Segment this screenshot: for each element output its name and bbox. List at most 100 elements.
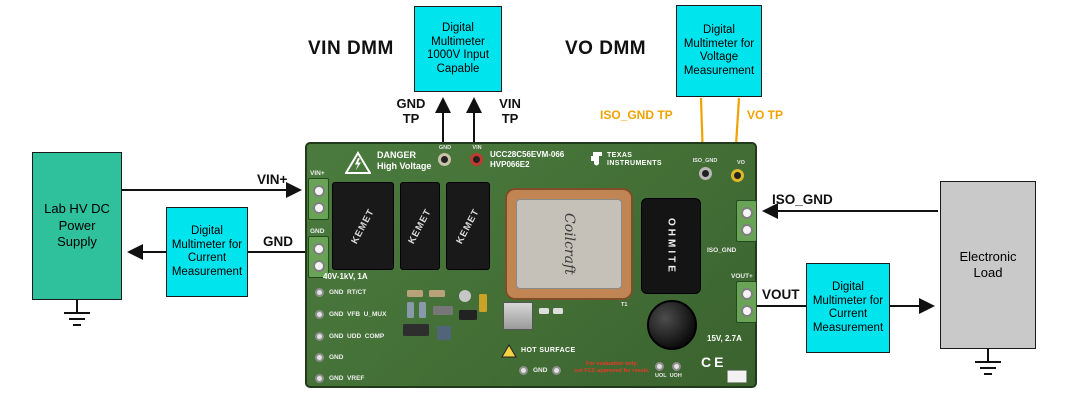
smd-component xyxy=(407,290,423,297)
ground-symbol-load xyxy=(975,349,1001,375)
output-rating-silk: 15V, 2.7A xyxy=(707,334,742,343)
test-point-row: GND xyxy=(315,353,343,362)
vin-dmm-heading: VIN DMM xyxy=(308,38,394,59)
output-resistor: OHMITE xyxy=(641,198,701,294)
transformer: Coilcraft xyxy=(505,188,633,300)
terminal-hole xyxy=(312,184,325,197)
terminal-hole xyxy=(740,287,753,300)
test-point xyxy=(315,332,324,341)
term-iso-gnd-silk: ISO_GND xyxy=(707,247,737,254)
vo-test-point xyxy=(731,169,744,182)
tp-gnd-silk: GND xyxy=(438,145,452,151)
terminal-hole xyxy=(740,223,753,236)
dmm-1000v-label: Digital Multimeter 1000V Input Capable xyxy=(426,22,490,75)
test-point-row: GND UDD COMP xyxy=(315,332,384,341)
term-gnd-silk: GND xyxy=(310,228,325,235)
dmm-1000v-block: Digital Multimeter 1000V Input Capable xyxy=(414,6,502,92)
kemet-brand: KEMET xyxy=(454,206,482,246)
evm-board: DANGER High Voltage GND VIN UCC28C56EVM-… xyxy=(305,142,757,388)
gnd-tp-label: GND TP xyxy=(396,96,426,126)
electronic-load-block: Electronic Load xyxy=(940,181,1036,349)
coilcraft-brand: Coilcraft xyxy=(561,213,577,275)
terminal-hole xyxy=(740,304,753,317)
test-point-row: GND VREF xyxy=(315,374,364,383)
dmm-voltage-label: Digital Multimeter for Voltage Measureme… xyxy=(683,24,755,77)
smd-component xyxy=(553,308,563,314)
gnd-test-point xyxy=(438,153,451,166)
vin-tp-label: VIN TP xyxy=(499,96,521,126)
smd-ic xyxy=(403,324,429,336)
test-point xyxy=(552,366,562,375)
smd-component xyxy=(407,302,414,318)
ti-logo: TEXAS INSTRUMENTS xyxy=(591,152,662,168)
ti-logo-icon xyxy=(591,152,602,166)
term-vin-silk: VIN+ xyxy=(310,170,325,177)
board-title-line1: UCC28C56EVM-066 xyxy=(490,150,565,159)
eval-line2: not FCC approved for resale. xyxy=(574,367,650,374)
dmm-current-left-label: Digital Multimeter for Current Measureme… xyxy=(171,225,243,278)
kemet-brand: KEMET xyxy=(349,206,377,246)
test-point-labels: GND UDD COMP xyxy=(329,333,385,340)
test-point xyxy=(655,362,665,371)
smd-component xyxy=(433,306,453,315)
terminal-hole xyxy=(312,259,325,272)
terminal-hole xyxy=(740,206,753,219)
wire-vin-label: VIN+ xyxy=(257,172,288,187)
board-title: UCC28C56EVM-066 HVP066E2 xyxy=(490,150,564,170)
term-vout-silk: VOUT+ xyxy=(731,273,753,280)
smd-component xyxy=(419,302,426,318)
vout-terminal-block xyxy=(736,281,757,323)
test-point xyxy=(519,366,528,375)
eval-line1: For evaluation only: xyxy=(585,361,639,367)
wire-gnd-label: GND xyxy=(263,234,293,249)
input-rating-silk: 40V-1kV, 1A xyxy=(323,272,368,281)
test-point-row: GND xyxy=(519,366,562,375)
ti-brand-line1: TEXAS xyxy=(607,152,633,159)
test-point xyxy=(315,310,324,319)
test-point-labels: GND VREF xyxy=(329,375,365,382)
hot-surface-warning: HOT SURFACE xyxy=(501,344,576,358)
test-point-labels: GND VFB U_MUX xyxy=(329,311,387,318)
gnd-terminal-block xyxy=(308,236,329,278)
iso-gnd-terminal-block xyxy=(736,200,757,242)
danger-silk: DANGER High Voltage xyxy=(377,150,431,172)
smd-component xyxy=(459,310,477,320)
tp-vin-silk: VIN xyxy=(472,145,482,151)
tp-iso-gnd-silk: ISO_GND xyxy=(692,158,718,164)
dmm-current-right-block: Digital Multimeter for Current Measureme… xyxy=(806,263,890,353)
iso-gnd-test-point xyxy=(699,167,712,180)
iso-gnd-tp-label: ISO_GND TP xyxy=(600,108,673,122)
input-capacitor: KEMET xyxy=(400,182,440,270)
board-title-line2: HVP066E2 xyxy=(490,160,530,169)
tp-vo-silk: VO xyxy=(737,160,745,166)
transformer-ref-silk: T1 xyxy=(621,302,628,308)
ti-logo-text: TEXAS INSTRUMENTS xyxy=(607,152,662,168)
test-point xyxy=(315,374,324,383)
electronic-load-label: Electronic Load xyxy=(959,248,1017,281)
test-point xyxy=(672,362,682,371)
ce-mark: CE xyxy=(701,354,727,370)
power-supply-label: Lab HV DC Power Supply xyxy=(44,201,110,250)
test-point-labels: GND xyxy=(329,354,344,361)
test-point xyxy=(315,353,324,362)
smd-component xyxy=(437,326,451,340)
test-point-labels: GND RT/CT xyxy=(329,289,367,296)
terminal-hole xyxy=(312,242,325,255)
test-point-labels: UOL UOH xyxy=(655,373,682,379)
ti-brand-line2: INSTRUMENTS xyxy=(607,160,662,167)
smd-component xyxy=(429,290,445,297)
transformer-core: Coilcraft xyxy=(516,199,622,289)
danger-line1: DANGER xyxy=(377,150,417,160)
high-voltage-warning-icon xyxy=(345,151,371,174)
dmm-current-right-label: Digital Multimeter for Current Measureme… xyxy=(812,281,884,334)
smd-component xyxy=(479,294,487,312)
test-point xyxy=(315,288,324,297)
smd-component xyxy=(539,308,549,314)
dmm-voltage-block: Digital Multimeter for Voltage Measureme… xyxy=(676,5,762,97)
hot-surface-label: HOT SURFACE xyxy=(521,347,576,354)
terminal-hole xyxy=(312,201,325,214)
output-capacitor xyxy=(647,300,697,350)
vin-terminal-block xyxy=(308,178,329,220)
heatsink-component xyxy=(503,302,533,330)
